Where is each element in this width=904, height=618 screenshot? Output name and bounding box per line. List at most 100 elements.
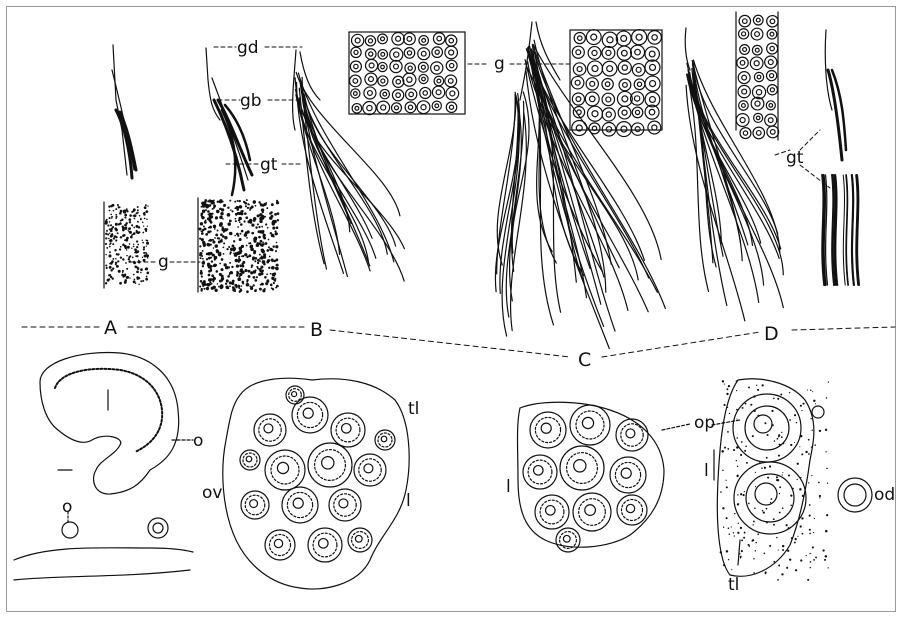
granule [217, 230, 219, 232]
granule [737, 466, 738, 467]
cell [736, 114, 749, 127]
gland-tubule [302, 98, 404, 281]
gland-tubule [299, 98, 404, 249]
granule [248, 276, 250, 278]
granule [221, 268, 224, 271]
cell-nucleus [437, 36, 442, 41]
granule [726, 393, 728, 395]
cell-nucleus [367, 105, 372, 110]
cell [392, 89, 403, 100]
granule [781, 432, 782, 433]
cell-nucleus [369, 63, 374, 68]
cell [587, 106, 602, 121]
cell-nucleus [634, 96, 639, 101]
granule [124, 216, 126, 218]
granule [142, 240, 143, 241]
granule [244, 212, 247, 215]
granule [111, 216, 113, 218]
cell-nucleus [407, 51, 411, 55]
oocyte-nucleus [381, 436, 387, 442]
granule [113, 237, 115, 239]
granule [121, 274, 124, 277]
granule [782, 472, 783, 473]
cell-nucleus [422, 38, 426, 42]
cell [377, 101, 390, 114]
cell [766, 70, 776, 80]
granule [742, 407, 744, 409]
granule [213, 247, 215, 249]
granule [140, 280, 142, 282]
cell [432, 101, 441, 110]
granule [109, 244, 110, 245]
oocyte-nucleus [292, 392, 297, 397]
granule [813, 559, 815, 561]
granule [133, 246, 135, 248]
granule [273, 282, 275, 284]
granule [109, 221, 111, 223]
granule [254, 260, 256, 262]
granule [199, 254, 202, 257]
cell [351, 89, 360, 98]
cell-nucleus [355, 38, 360, 43]
cell [433, 33, 445, 45]
granule [265, 242, 268, 245]
cell [572, 120, 587, 135]
cell-nucleus [421, 105, 426, 110]
granule [236, 274, 239, 277]
cell [645, 60, 660, 75]
cell [767, 85, 777, 95]
cell [420, 87, 431, 98]
granule [262, 260, 266, 264]
granule [132, 257, 134, 259]
granule [218, 286, 220, 288]
gland-tubule [305, 98, 376, 258]
oocyte-cytoplasm [528, 460, 552, 484]
cell-nucleus [636, 67, 641, 72]
granule [114, 249, 116, 251]
granule [200, 214, 202, 216]
granule [125, 239, 127, 241]
granule [256, 266, 258, 268]
granule [206, 287, 209, 290]
granule [115, 258, 117, 260]
granule [213, 225, 216, 228]
granule [226, 248, 228, 250]
cell [754, 113, 763, 122]
granule [202, 265, 204, 267]
granule [234, 201, 236, 203]
granule [749, 545, 751, 547]
granule [754, 410, 755, 411]
granule [277, 219, 279, 221]
granule [134, 252, 135, 253]
granule [773, 561, 775, 563]
granule [137, 212, 139, 214]
granule [776, 479, 778, 481]
cell-nucleus [590, 81, 595, 86]
granule [738, 523, 739, 524]
granule [237, 226, 239, 228]
granule [812, 391, 813, 392]
granule [214, 289, 217, 292]
granule [810, 561, 812, 563]
granule [245, 270, 247, 272]
oocyte-cytoplasm [289, 389, 302, 402]
granule [210, 257, 212, 259]
cell-nucleus [742, 104, 746, 108]
granule [271, 249, 274, 252]
granule [143, 247, 145, 249]
granule [779, 444, 781, 446]
granule [105, 282, 107, 284]
label-gd: gd [237, 38, 259, 58]
granule [794, 542, 796, 544]
ovary-section-b-oocytes [240, 386, 395, 562]
granule [265, 223, 267, 225]
granule [136, 230, 137, 231]
cell-nucleus [394, 64, 399, 69]
granule [205, 233, 208, 236]
granule [259, 254, 261, 256]
granule [245, 216, 248, 219]
granule [142, 280, 144, 282]
granule [722, 507, 724, 509]
granule [134, 248, 137, 251]
granule [120, 236, 122, 238]
